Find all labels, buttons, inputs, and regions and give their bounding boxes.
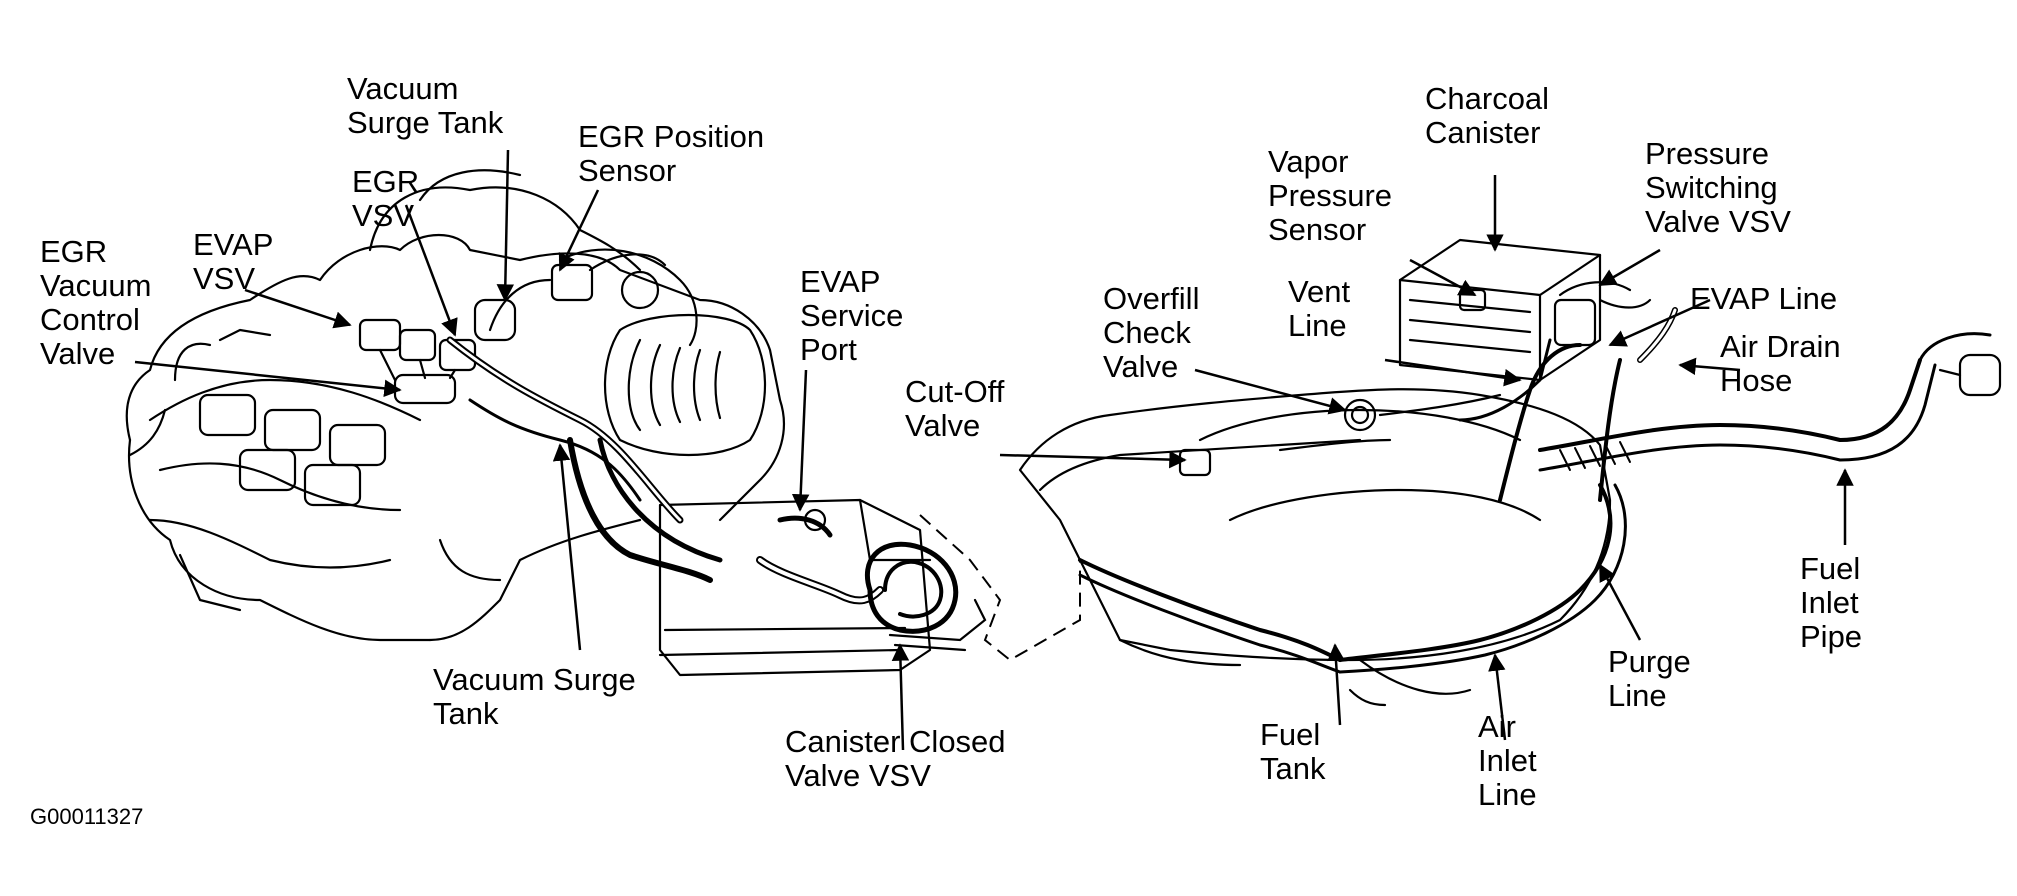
label-fuel-inlet-pipe: Fuel Inlet Pipe xyxy=(1800,551,1863,654)
label-vacuum-surge-tank-bottom: Vacuum Surge Tank xyxy=(433,662,636,731)
label-evap-vsv: EVAP VSV xyxy=(193,227,274,296)
label-air-drain-hose: Air Drain Hose xyxy=(1720,329,1841,398)
label-cut-off-valve: Cut-Off Valve xyxy=(905,374,1005,443)
label-evap-line: EVAP Line xyxy=(1690,281,1838,316)
label-pressure-switching-valve-vsv: Pressure Switching Valve VSV xyxy=(1645,136,1791,239)
label-charcoal-canister: Charcoal Canister xyxy=(1425,81,1550,150)
dashed-connection-line xyxy=(919,514,1081,662)
label-egr-position-sensor: EGR Position Sensor xyxy=(578,119,765,188)
label-overfill-check-valve: Overfill Check Valve xyxy=(1103,281,1200,384)
label-canister-closed-valve-vsv: Canister Closed Valve VSV xyxy=(785,724,1006,793)
vacuum-hoses xyxy=(446,336,723,583)
label-vent-line: Vent Line xyxy=(1288,274,1351,343)
label-fuel-tank: Fuel Tank xyxy=(1260,717,1326,786)
canister-closed-vsv-drawing xyxy=(756,508,987,652)
fuel-tank-drawing xyxy=(1018,238,2002,707)
label-vapor-pressure-sensor: Vapor Pressure Sensor xyxy=(1268,144,1393,247)
label-purge-line: Purge Line xyxy=(1608,644,1691,713)
label-egr-vsv: EGR VSV xyxy=(352,164,420,233)
label-vacuum-surge-tank-top: Vacuum Surge Tank xyxy=(347,71,504,140)
leader-arrows xyxy=(134,149,1854,751)
label-evap-service-port: EVAP Service Port xyxy=(800,264,904,367)
label-air-inlet-line: Air Inlet Line xyxy=(1478,709,1537,812)
label-egr-vacuum-control-valve: EGR Vacuum Control Valve xyxy=(40,234,152,371)
engine-drawing xyxy=(125,169,932,677)
figure-id: G00011327 xyxy=(30,804,144,829)
